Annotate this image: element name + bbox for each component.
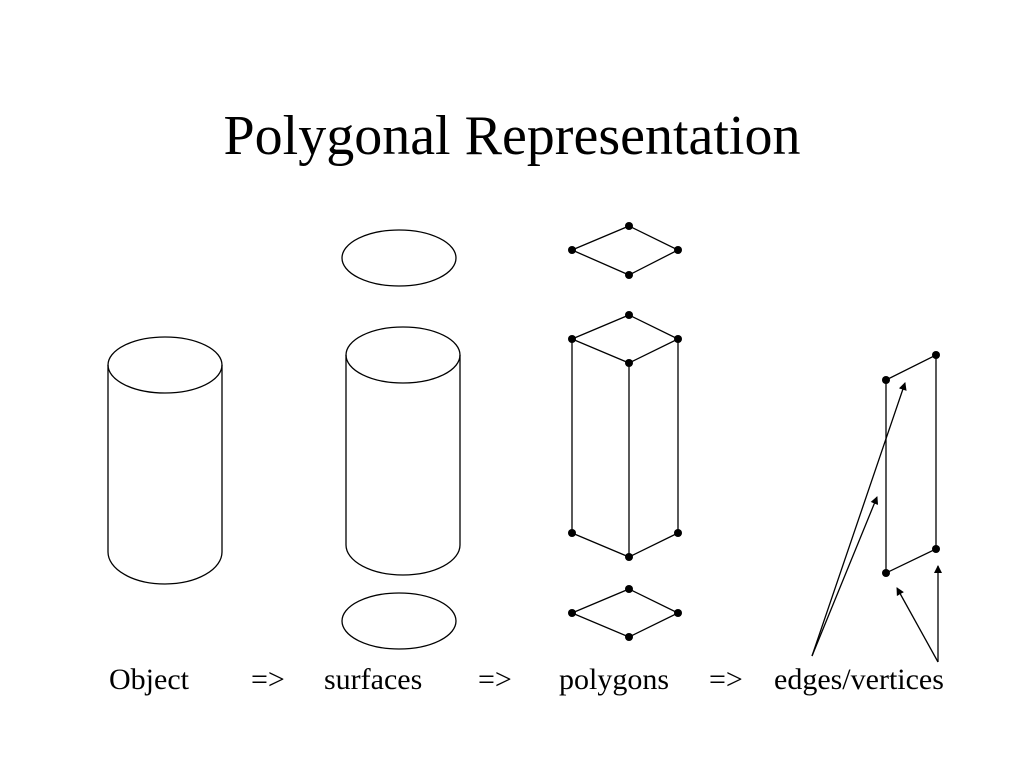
caption-surfaces: surfaces — [324, 663, 423, 696]
single-polygon-vertices — [882, 351, 940, 577]
surfaces-group — [341, 229, 461, 650]
surface-top-cap — [341, 229, 457, 287]
cylinder-top-ellipse — [107, 336, 223, 394]
caption-arrow-1: => — [251, 663, 285, 696]
polygon-bottom-face — [570, 588, 680, 638]
polygon-vertices — [568, 222, 682, 641]
caption-object: Object — [109, 663, 189, 696]
single-polygon-face — [885, 353, 937, 575]
cylinder-bottom-arc — [107, 551, 223, 585]
polygon-prism — [570, 314, 680, 558]
caption-polygons: polygons — [559, 663, 670, 696]
surface-side-tube — [345, 326, 461, 576]
caption-edges-vertices: edges/vertices — [774, 663, 944, 696]
polygon-top-face — [570, 225, 680, 276]
object-cylinder — [107, 336, 223, 585]
surface-bottom-cap — [341, 592, 457, 650]
caption-arrow-2: => — [478, 663, 512, 696]
edges-vertices-group — [811, 351, 942, 663]
caption-arrow-3: => — [709, 663, 743, 696]
polygons-group — [568, 222, 682, 641]
pointer-arrows — [811, 382, 942, 663]
slide-title: Polygonal Representation — [223, 105, 801, 167]
